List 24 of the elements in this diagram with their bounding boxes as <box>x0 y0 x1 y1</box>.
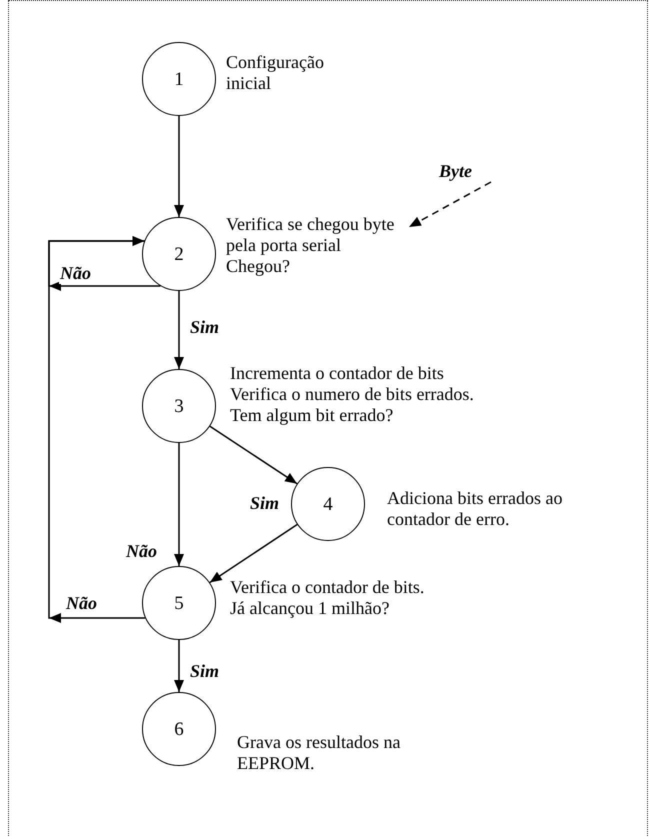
step-description: Configuração inicial <box>226 52 325 94</box>
step-number: 2 <box>174 244 184 264</box>
step-number: 3 <box>174 396 184 416</box>
step-number: 5 <box>174 594 184 612</box>
arrow <box>174 443 184 566</box>
arrow <box>174 116 184 217</box>
step-number: 1 <box>174 70 184 88</box>
arrow <box>174 640 184 692</box>
step-number: 6 <box>174 720 184 738</box>
step-description: Verifica o numero de bits errados. <box>230 384 475 405</box>
input-label: Byte <box>439 161 472 182</box>
step-description: Já alcançou 1 milhão? <box>230 598 390 619</box>
step-description: Verifica o contador de bits. <box>230 577 426 598</box>
arrow <box>209 524 298 584</box>
step-description: Verifica se chegou byte pela porta serial <box>226 214 396 256</box>
step-number: 4 <box>323 494 333 514</box>
arrow <box>209 426 298 484</box>
step-description: Grava os resultados na EEPROM. <box>237 732 402 774</box>
step-description: Chegou? <box>226 256 291 277</box>
step-description: Tem algum bit errado? <box>230 405 394 426</box>
arrow <box>174 291 184 369</box>
step-description: Adiciona bits errados ao contador de erro. <box>387 488 564 530</box>
step-description: Incrementa o contador de bits <box>230 363 445 384</box>
arrow <box>408 181 492 228</box>
